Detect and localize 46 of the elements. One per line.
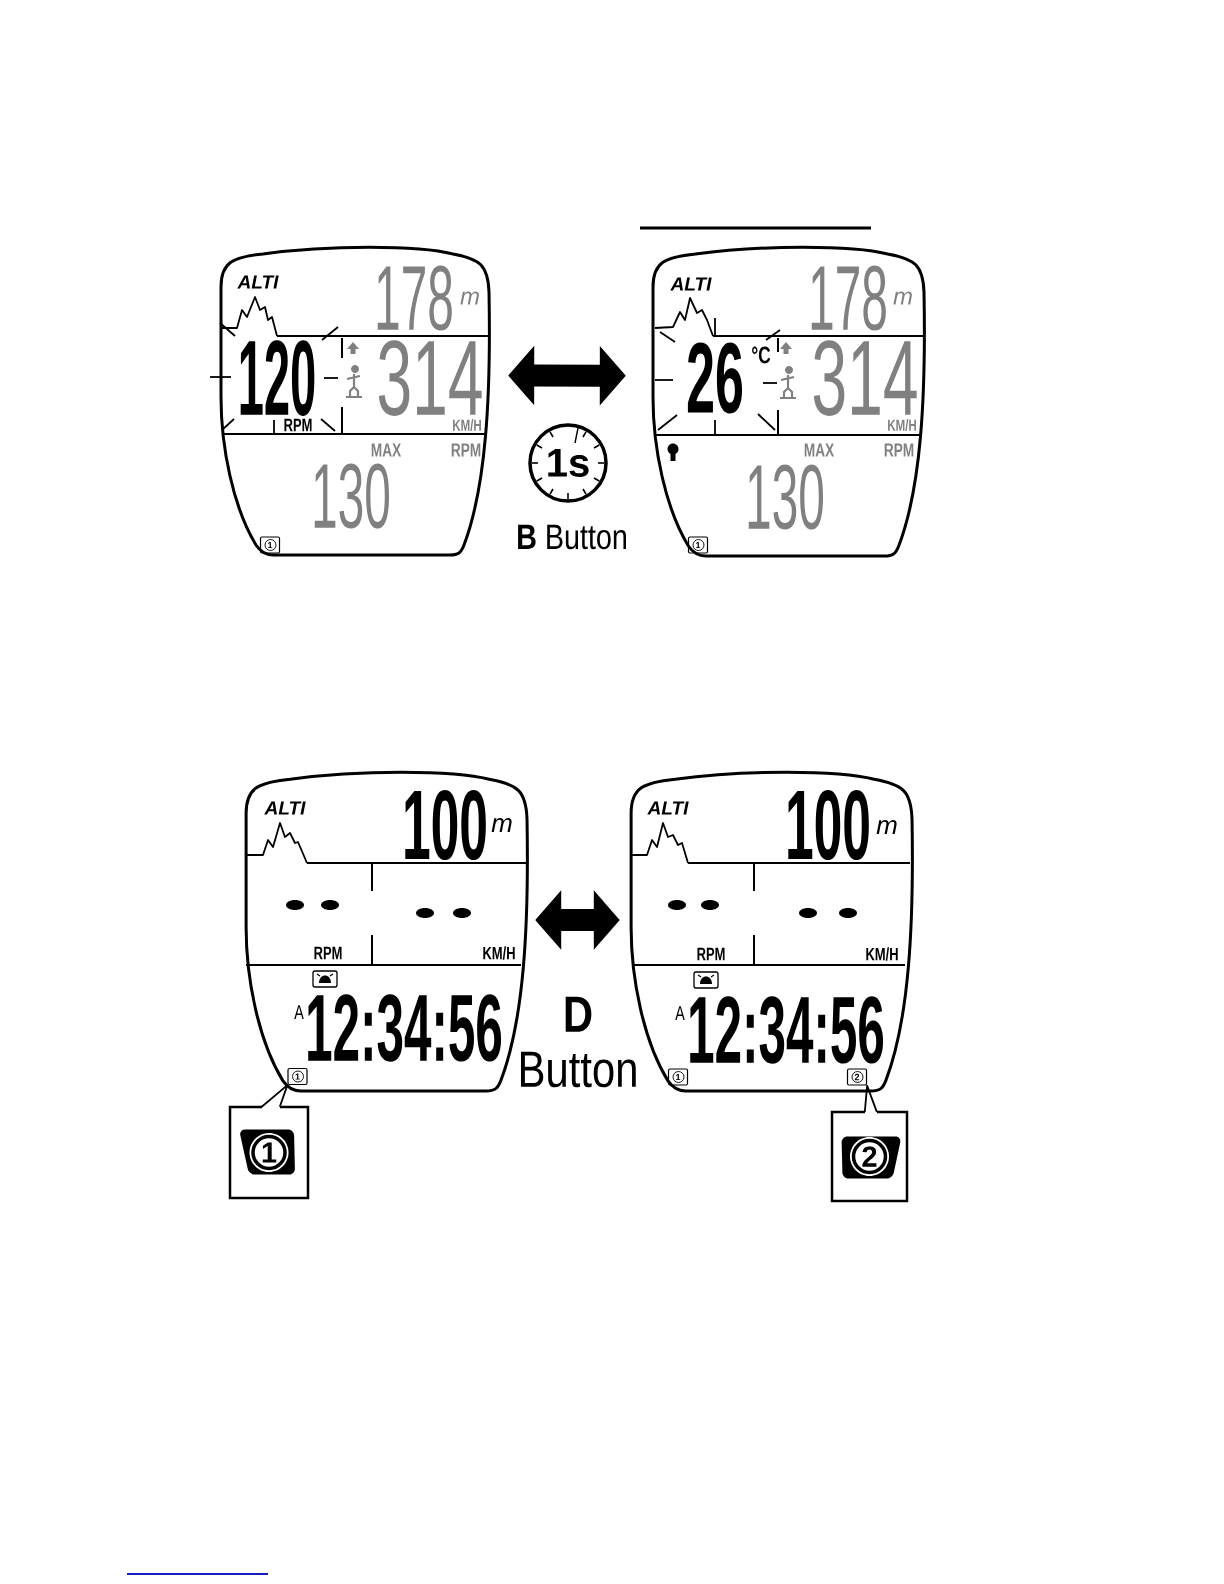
time-readout: 12:34:56 [690, 996, 884, 1064]
instruction-label: D Button [521, 996, 636, 1088]
digit-readout: 314 [813, 340, 917, 416]
mode-label: ALTI [670, 277, 712, 291]
unit-label: RPM [284, 418, 312, 432]
instruction-label: B Button [518, 524, 626, 550]
digit-readout: 314 [378, 340, 482, 416]
unit-label: RPM [884, 443, 914, 457]
leader-line [863, 1084, 878, 1113]
digit-readout: 130 [748, 464, 824, 530]
alarm-letter: A [675, 1006, 685, 1020]
callout-box: 2 [830, 1110, 909, 1203]
mode-indicator: 1 [259, 536, 281, 554]
digit-readout: 100 [788, 789, 869, 861]
unit-label: KM/H [866, 947, 898, 961]
max-label: MAX [804, 443, 835, 457]
unit-label: RPM [697, 947, 725, 961]
mode-indicator: 1 [287, 1067, 308, 1086]
mode-label: ALTI [647, 801, 689, 815]
unit-label: °C [752, 346, 771, 364]
unit-label: m [876, 820, 897, 834]
mode-indicator: 1 [667, 1068, 689, 1086]
digit-readout: 26 [687, 342, 743, 414]
unit-label: KM/H [483, 946, 515, 960]
digit-readout: 130 [314, 463, 389, 529]
time-readout: 12:34:56 [308, 994, 502, 1062]
unit-label: m [491, 818, 512, 832]
alarm-letter: A [294, 1005, 304, 1019]
mode-indicator: 2 [846, 1068, 868, 1086]
unit-label: RPM [314, 946, 342, 960]
mode-indicator: 1 [687, 536, 709, 554]
digit-readout: 120 [240, 340, 315, 416]
unit-label: KM/H [453, 419, 481, 431]
digit-readout: 100 [405, 789, 486, 861]
unit-label: m [893, 291, 912, 305]
leader-line [260, 1084, 289, 1108]
digit-readout: 178 [811, 265, 886, 331]
max-label: MAX [371, 443, 402, 457]
unit-label: m [460, 291, 479, 305]
timer-dial: 1s [528, 423, 608, 503]
mode-label: ALTI [264, 801, 306, 815]
callout-box: 1 [228, 1105, 310, 1200]
mode-label: ALTI [237, 275, 279, 289]
digit-readout: 178 [377, 265, 452, 331]
unit-label: KM/H [888, 419, 916, 431]
unit-label: RPM [451, 443, 481, 457]
